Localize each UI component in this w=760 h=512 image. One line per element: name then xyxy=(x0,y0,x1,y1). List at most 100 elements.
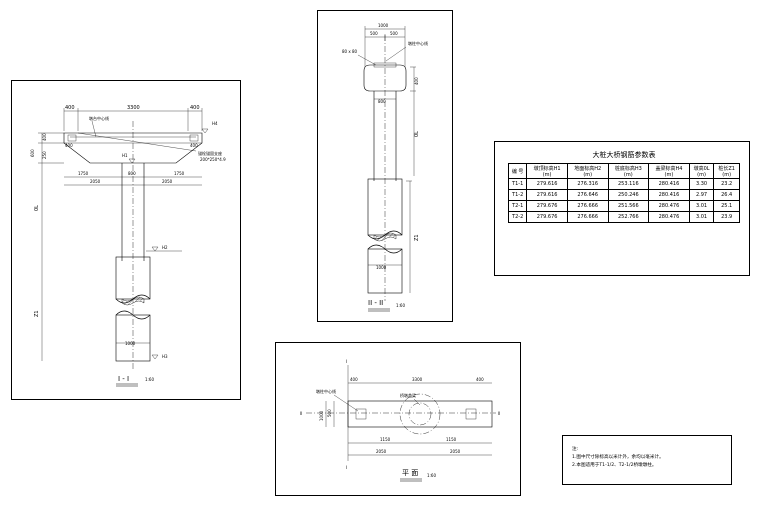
dim-1150-left-plan: 1150 xyxy=(380,437,391,442)
label-side-400-right: 400 xyxy=(190,143,198,148)
header-h4: 盖梁标高H4 (m) xyxy=(648,163,690,179)
scale-ii: 1:60 xyxy=(396,303,405,308)
dim-1000-plan: 1000 xyxy=(319,410,324,421)
caption-plan: 平 面 xyxy=(402,469,418,477)
label-center-plan: 墩柱中心线 xyxy=(316,388,336,394)
dim-1000-top: 1000 xyxy=(378,23,389,28)
dim-500-right: 500 xyxy=(390,31,398,36)
dim-1150-right-plan: 1150 xyxy=(446,437,457,442)
dim-2050-left: 2050 xyxy=(90,179,101,184)
table-cell: 276.666 xyxy=(566,200,609,212)
table-header-row: 编 号 墩顶标高H1 (m) 地面标高H2 (m) 桩底标高H3 (m) 盖梁标… xyxy=(507,163,740,179)
dim-3300-plan: 3300 xyxy=(412,377,423,382)
label-h2: H2 xyxy=(162,245,168,250)
dim-400-right-plan: 400 xyxy=(476,377,484,382)
dim-800-ii: 800 xyxy=(378,99,386,104)
label-center-ii: 墩柱中心线 xyxy=(408,40,428,46)
notes-line-2: 2.本图适用于T1-1/2、T2-1/2桥墩墩柱。 xyxy=(572,463,657,468)
table-cell: 3.01 xyxy=(688,211,715,223)
label-anchor: 锚栓锚固支座 xyxy=(198,150,222,156)
dim-600: 600 xyxy=(30,149,35,157)
plan-drawing: I I II II 400 3300 400 墩柱中心线 桥墩盖梁 1000 5… xyxy=(300,359,500,482)
label-anchor-size: 200*250*4.9 xyxy=(200,157,226,162)
section-ii-drawing: 1000 500 500 80 x 80 墩柱中心线 400 800 0L Z1… xyxy=(342,23,428,312)
label-ii-left: II xyxy=(300,411,302,416)
table-cell: 26.4 xyxy=(713,189,740,201)
caption-i: I - I xyxy=(118,375,129,383)
table-cell: 280.476 xyxy=(648,211,690,223)
label-i-top: I xyxy=(346,359,347,364)
table-cell: 280.476 xyxy=(648,200,690,212)
header-h2: 地面标高H2 (m) xyxy=(566,163,609,179)
label-side-400-left: 400 xyxy=(65,143,73,148)
label-ii-right: II xyxy=(498,411,500,416)
sheet-notes xyxy=(562,435,732,485)
scale-plan: 1:60 xyxy=(427,473,436,478)
table-cell: 252.766 xyxy=(607,211,650,223)
dim-400-ii: 400 xyxy=(414,77,419,85)
notes-block: 注: 1.图中尺寸除标高以米计外，余均以毫米计。 2.本图适用于T1-1/2、T… xyxy=(572,446,664,470)
table-cell: T2-1 xyxy=(507,200,528,212)
scale-i: 1:60 xyxy=(145,377,154,382)
table-cell: T2-2 xyxy=(507,211,528,223)
dim-1000: 1000 xyxy=(125,341,136,346)
caption-ii: II - II xyxy=(368,299,383,307)
label-support-centerline: 墩台中心线 xyxy=(89,115,109,121)
table-cell: 279.676 xyxy=(526,200,568,212)
header-id: 编 号 xyxy=(507,163,528,179)
sheet-elevation-i: 400 3300 400 墩台中心线 H4 400 400 H1 锚栓锚固支座 … xyxy=(11,80,241,400)
table-row: T1-2 279.616 276.646 250.246 280.416 2.9… xyxy=(507,189,740,201)
elevation-i-drawing: 400 3300 400 墩台中心线 H4 400 400 H1 锚栓锚固支座 … xyxy=(30,105,226,387)
dim-2050-right: 2050 xyxy=(162,179,173,184)
dim-800: 800 xyxy=(128,171,136,176)
top-dim-left: 400 xyxy=(65,105,75,111)
table-cell: 276.316 xyxy=(566,178,609,190)
dim-1750-right: 1750 xyxy=(174,171,185,176)
dim-2050-left-plan: 2050 xyxy=(376,449,387,454)
parameter-table: 编 号 墩顶标高H1 (m) 地面标高H2 (m) 桩底标高H3 (m) 盖梁标… xyxy=(507,163,740,223)
label-h4: H4 xyxy=(212,121,218,126)
dim-250: 250 xyxy=(42,151,47,159)
top-dim-mid: 3300 xyxy=(127,105,140,111)
header-z1: 桩长Z1 (m) xyxy=(713,163,740,179)
header-h3: 桩底标高H3 (m) xyxy=(607,163,650,179)
table-cell: 280.416 xyxy=(648,178,690,190)
dim-1000-bottom: 1000 xyxy=(376,265,387,270)
table-cell: 280.416 xyxy=(648,189,690,201)
table-cell: T1-1 xyxy=(507,178,528,190)
label-h3: H3 xyxy=(162,354,168,359)
label-l0: 0L xyxy=(34,205,40,211)
table-cell: 3.30 xyxy=(688,178,715,190)
label-h1: H1 xyxy=(122,153,128,158)
table-cell: 253.116 xyxy=(607,178,650,190)
table-cell: 2.97 xyxy=(688,189,715,201)
table-cell: T1-2 xyxy=(507,189,528,201)
label-z1-ii: Z1 xyxy=(414,234,420,241)
dim-2050-right-plan: 2050 xyxy=(450,449,461,454)
table-title: 大桩大桥钢筋参数表 xyxy=(592,151,656,159)
table-cell: 276.666 xyxy=(566,211,609,223)
table-row: T2-1 279.676 276.666 251.566 280.476 3.0… xyxy=(507,200,740,212)
label-plate: 80 x 80 xyxy=(342,49,358,54)
label-l0-ii: 0L xyxy=(414,131,420,137)
table-cell: 279.616 xyxy=(526,189,568,201)
table-row: T1-1 279.616 276.316 253.116 280.416 3.3… xyxy=(507,178,740,190)
notes-line-1: 1.图中尺寸除标高以米计外，余均以毫米计。 xyxy=(572,455,664,460)
dim-1750-left: 1750 xyxy=(78,171,89,176)
table-cell: 279.676 xyxy=(526,211,568,223)
top-dim-right: 400 xyxy=(190,105,200,111)
dim-500-plan: 500 xyxy=(327,409,332,417)
table-cell: 279.616 xyxy=(526,178,568,190)
label-i-bottom: I xyxy=(346,465,347,470)
sheet-plan: I I II II 400 3300 400 墩柱中心线 桥墩盖梁 1000 5… xyxy=(275,342,521,496)
header-h1: 墩顶标高H1 (m) xyxy=(526,163,568,179)
table-cell: 25.1 xyxy=(713,200,740,212)
table-cell: 250.246 xyxy=(607,189,650,201)
table-cell: 3.01 xyxy=(688,200,715,212)
table-cell: 23.2 xyxy=(713,178,740,190)
table-row: T2-2 279.676 276.666 252.766 280.476 3.0… xyxy=(507,211,740,223)
sheet-section-ii: 1000 500 500 80 x 80 墩柱中心线 400 800 0L Z1… xyxy=(317,10,453,322)
label-bearing-plan: 桥墩盖梁 xyxy=(400,392,416,398)
label-z1: Z1 xyxy=(34,310,40,317)
table-cell: 276.646 xyxy=(566,189,609,201)
